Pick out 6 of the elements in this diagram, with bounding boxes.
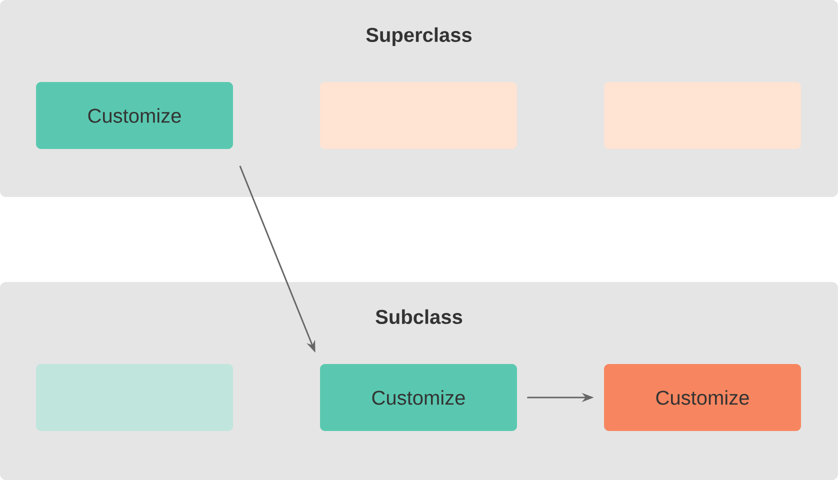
method-box: Customize bbox=[604, 364, 801, 431]
empty-box bbox=[604, 82, 801, 149]
method-box: Customize bbox=[320, 364, 517, 431]
empty-box bbox=[36, 364, 233, 431]
method-box: Customize bbox=[36, 82, 233, 149]
empty-box bbox=[320, 82, 517, 149]
